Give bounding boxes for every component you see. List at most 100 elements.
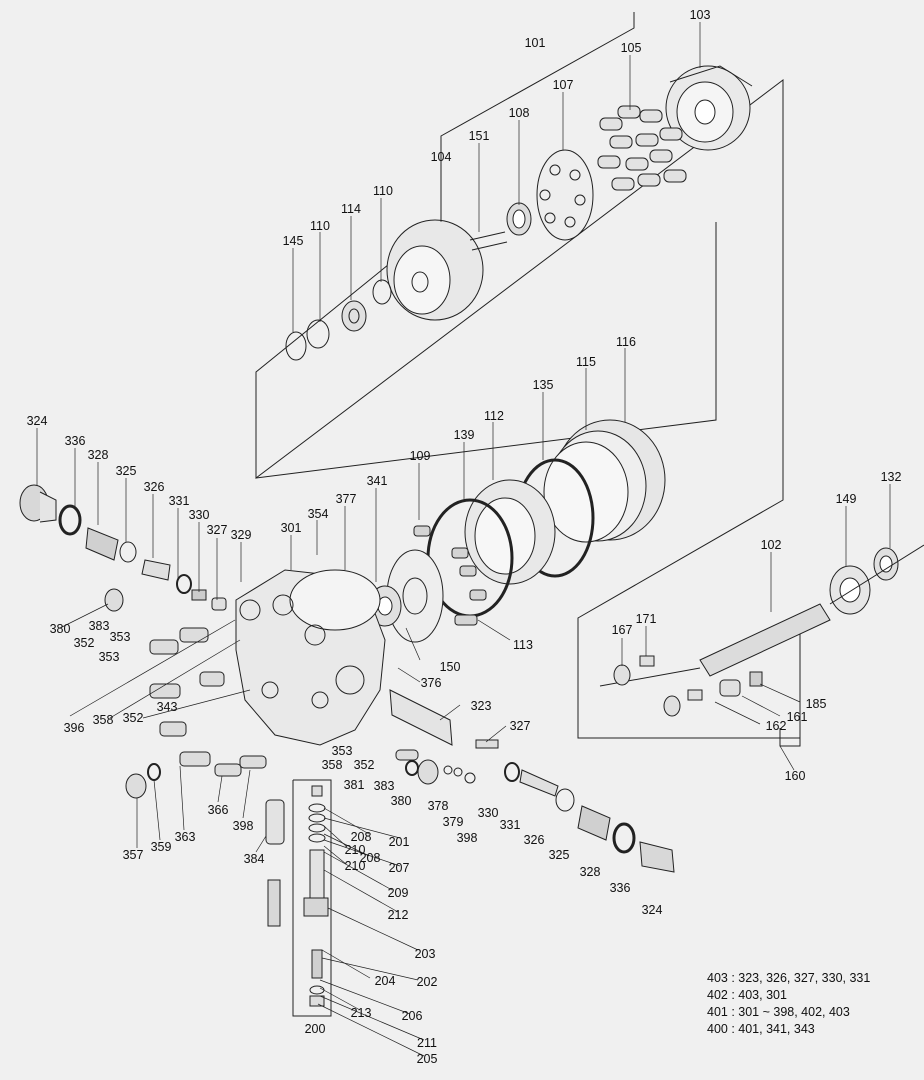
callout-376: 376 xyxy=(420,676,442,690)
part-110-ring xyxy=(372,279,392,305)
callout-326: 326 xyxy=(143,480,165,494)
callout-162: 162 xyxy=(765,719,787,733)
part-384-valve xyxy=(265,799,285,927)
callout-109: 109 xyxy=(409,449,431,463)
part-331-oring-2 xyxy=(504,762,520,782)
callout-329: 329 xyxy=(230,528,252,542)
callout-396: 396 xyxy=(63,721,85,735)
part-104-cylinder-block xyxy=(386,219,508,321)
part-110-ring-2 xyxy=(306,319,330,349)
part-336-oring xyxy=(58,504,82,536)
callout-112: 112 xyxy=(484,409,504,423)
part-108-bearing xyxy=(506,202,532,236)
part-162-parts xyxy=(663,689,703,717)
callout-151: 151 xyxy=(468,129,490,143)
part-326-seat xyxy=(141,559,171,581)
callout-336: 336 xyxy=(64,434,86,448)
callout-327-b: 327 xyxy=(509,719,531,733)
callout-171: 171 xyxy=(635,612,657,626)
part-114-spring xyxy=(341,300,367,332)
callout-206: 206 xyxy=(401,1009,423,1023)
callout-160: 160 xyxy=(784,769,806,783)
part-381-383-380 xyxy=(395,749,439,785)
group-101-outline xyxy=(255,12,801,739)
callout-380-b: 380 xyxy=(390,794,412,808)
part-336-oring-2 xyxy=(612,822,636,854)
part-328-spring xyxy=(85,527,119,561)
group-200-outline xyxy=(292,779,332,1017)
callout-357: 357 xyxy=(122,848,144,862)
callout-208-b: 208 xyxy=(359,851,381,865)
callout-150: 150 xyxy=(439,660,461,674)
callout-103: 103 xyxy=(689,8,711,22)
callout-207: 207 xyxy=(388,861,410,875)
callout-110-b: 110 xyxy=(310,219,330,233)
callout-324-b: 324 xyxy=(641,903,663,917)
part-200-valve-stack xyxy=(303,785,329,1007)
part-132-seal xyxy=(873,547,899,581)
callout-212: 212 xyxy=(387,908,409,922)
callout-343: 343 xyxy=(156,700,178,714)
callout-327: 327 xyxy=(206,523,228,537)
part-352-plugs xyxy=(149,627,225,767)
callout-102: 102 xyxy=(760,538,782,552)
part-323-sleeve xyxy=(389,689,453,746)
callout-132: 132 xyxy=(880,470,902,484)
callout-210: 210 xyxy=(344,843,366,857)
callout-353-b: 353 xyxy=(98,650,120,664)
callout-114: 114 xyxy=(341,202,361,216)
part-327-poppet-2 xyxy=(475,739,499,749)
callout-352-c: 352 xyxy=(353,758,375,772)
callout-352-b: 352 xyxy=(122,711,144,725)
callout-383-b: 383 xyxy=(373,779,395,793)
callout-101: 101 xyxy=(524,36,546,50)
part-326-seat-2 xyxy=(519,769,559,797)
callout-398-b: 398 xyxy=(232,819,254,833)
callout-185: 185 xyxy=(805,697,827,711)
legend-line-400: 400 : 401, 341, 343 xyxy=(707,1022,815,1036)
callout-105: 105 xyxy=(620,41,642,55)
callout-301: 301 xyxy=(280,521,302,535)
callout-213: 213 xyxy=(350,1006,372,1020)
callout-366: 366 xyxy=(207,803,229,817)
callout-331: 331 xyxy=(168,494,190,508)
callout-336-b: 336 xyxy=(609,881,631,895)
part-105-pistons xyxy=(597,105,687,191)
part-102-shaft xyxy=(599,544,924,687)
part-359-oring xyxy=(147,763,161,781)
callout-205: 205 xyxy=(416,1052,438,1066)
part-324-plug xyxy=(19,484,57,523)
callout-110: 110 xyxy=(373,184,393,198)
leader-lines xyxy=(36,22,891,1057)
part-171-pin xyxy=(639,655,655,667)
part-357-plug xyxy=(125,773,147,799)
legend-line-401: 401 : 301 ~ 398, 402, 403 xyxy=(707,1005,850,1019)
part-145-snap-ring xyxy=(285,331,307,361)
callout-210-b: 210 xyxy=(344,859,366,873)
group-104-outline xyxy=(255,222,717,479)
part-327-poppet xyxy=(211,597,227,611)
part-324-plug-2 xyxy=(639,841,675,873)
callout-354: 354 xyxy=(307,507,329,521)
callout-203: 203 xyxy=(414,947,436,961)
part-325-washer-2 xyxy=(555,788,575,812)
callout-325-b: 325 xyxy=(548,848,570,862)
part-185-parts xyxy=(719,671,763,697)
callout-363: 363 xyxy=(174,830,196,844)
callout-379: 379 xyxy=(442,815,464,829)
callout-104: 104 xyxy=(430,150,452,164)
callout-341: 341 xyxy=(366,474,388,488)
part-107-plate xyxy=(536,149,594,241)
part-149-bearing xyxy=(829,565,871,615)
callout-380: 380 xyxy=(49,622,71,636)
part-366-plugs xyxy=(214,755,267,777)
callout-211: 211 xyxy=(417,1036,437,1050)
callout-149: 149 xyxy=(835,492,857,506)
callout-358: 358 xyxy=(92,713,114,727)
callout-377: 377 xyxy=(335,492,357,506)
callout-116: 116 xyxy=(616,335,636,349)
assembly-legend: 403 : 323, 326, 327, 330, 331 402 : 403,… xyxy=(707,970,870,1038)
group-160-bracket xyxy=(779,728,801,747)
callout-384: 384 xyxy=(243,852,265,866)
